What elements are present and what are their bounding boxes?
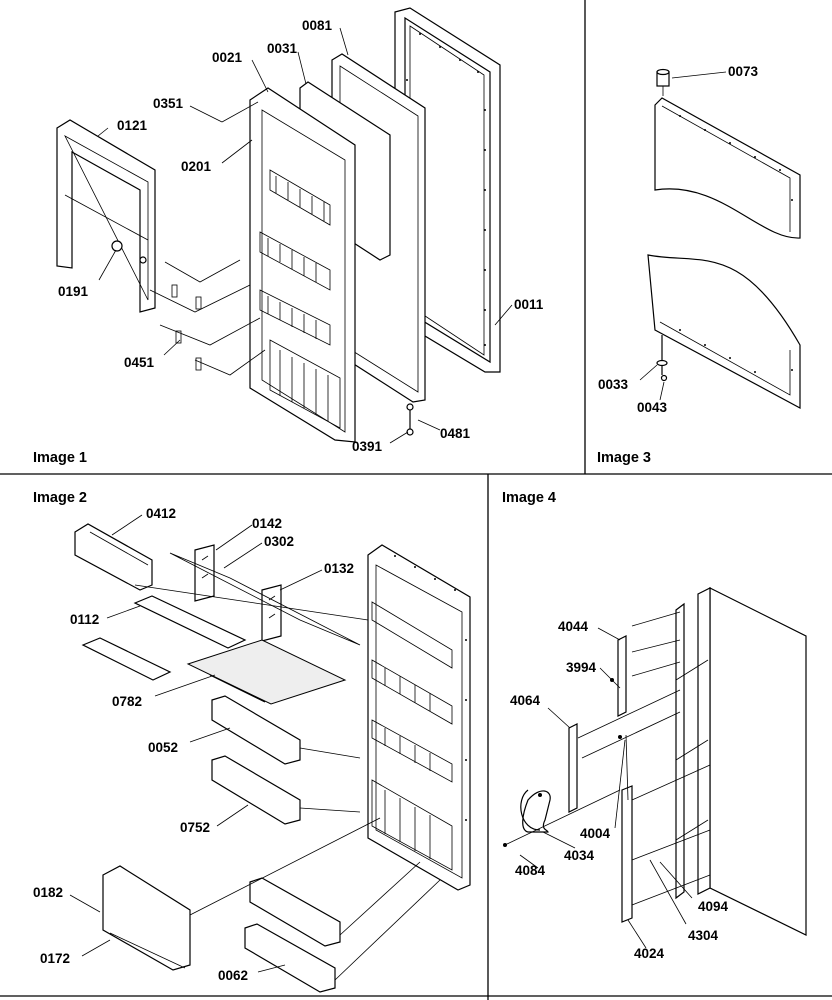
- label-3994: 3994: [566, 660, 597, 675]
- label-0142: 0142: [252, 516, 282, 531]
- label-0451: 0451: [124, 355, 155, 370]
- label-0752: 0752: [180, 820, 210, 835]
- label-0191: 0191: [58, 284, 89, 299]
- label-4034: 4034: [564, 848, 595, 863]
- label-0201: 0201: [181, 159, 212, 174]
- part-labels: Image 1 Image 3 Image 2 Image 4 0081 002…: [33, 18, 759, 983]
- label-0412: 0412: [146, 506, 176, 521]
- panel-title-image3: Image 3: [597, 450, 651, 466]
- label-4304: 4304: [688, 928, 719, 943]
- label-0073: 0073: [728, 64, 759, 79]
- image3-drawing: [639, 68, 801, 410]
- panel-title-image1: Image 1: [33, 450, 87, 466]
- label-0052: 0052: [148, 740, 178, 755]
- label-0172: 0172: [40, 951, 70, 966]
- panel-title-image2: Image 2: [33, 490, 87, 506]
- label-0011: 0011: [514, 297, 544, 312]
- label-4044: 4044: [558, 619, 589, 634]
- label-4084: 4084: [515, 863, 546, 878]
- label-0112: 0112: [70, 612, 99, 627]
- label-4064: 4064: [510, 693, 541, 708]
- image1-drawing: [56, 7, 513, 444]
- label-0302: 0302: [264, 534, 294, 549]
- label-0391: 0391: [352, 439, 383, 454]
- panel-title-image4: Image 4: [502, 490, 556, 506]
- label-0031: 0031: [267, 41, 298, 56]
- label-0043: 0043: [637, 400, 668, 415]
- label-0081: 0081: [302, 18, 333, 33]
- label-0351: 0351: [153, 96, 184, 111]
- label-4024: 4024: [634, 946, 665, 961]
- image4-drawing: [503, 587, 807, 949]
- label-0121: 0121: [117, 118, 148, 133]
- label-0481: 0481: [440, 426, 471, 441]
- label-4004: 4004: [580, 826, 611, 841]
- label-0132: 0132: [324, 561, 354, 576]
- label-0782: 0782: [112, 694, 142, 709]
- label-0021: 0021: [212, 50, 243, 65]
- label-0033: 0033: [598, 377, 629, 392]
- label-0182: 0182: [33, 885, 63, 900]
- label-4094: 4094: [698, 899, 729, 914]
- image2-drawing: [69, 514, 471, 993]
- label-0062: 0062: [218, 968, 248, 983]
